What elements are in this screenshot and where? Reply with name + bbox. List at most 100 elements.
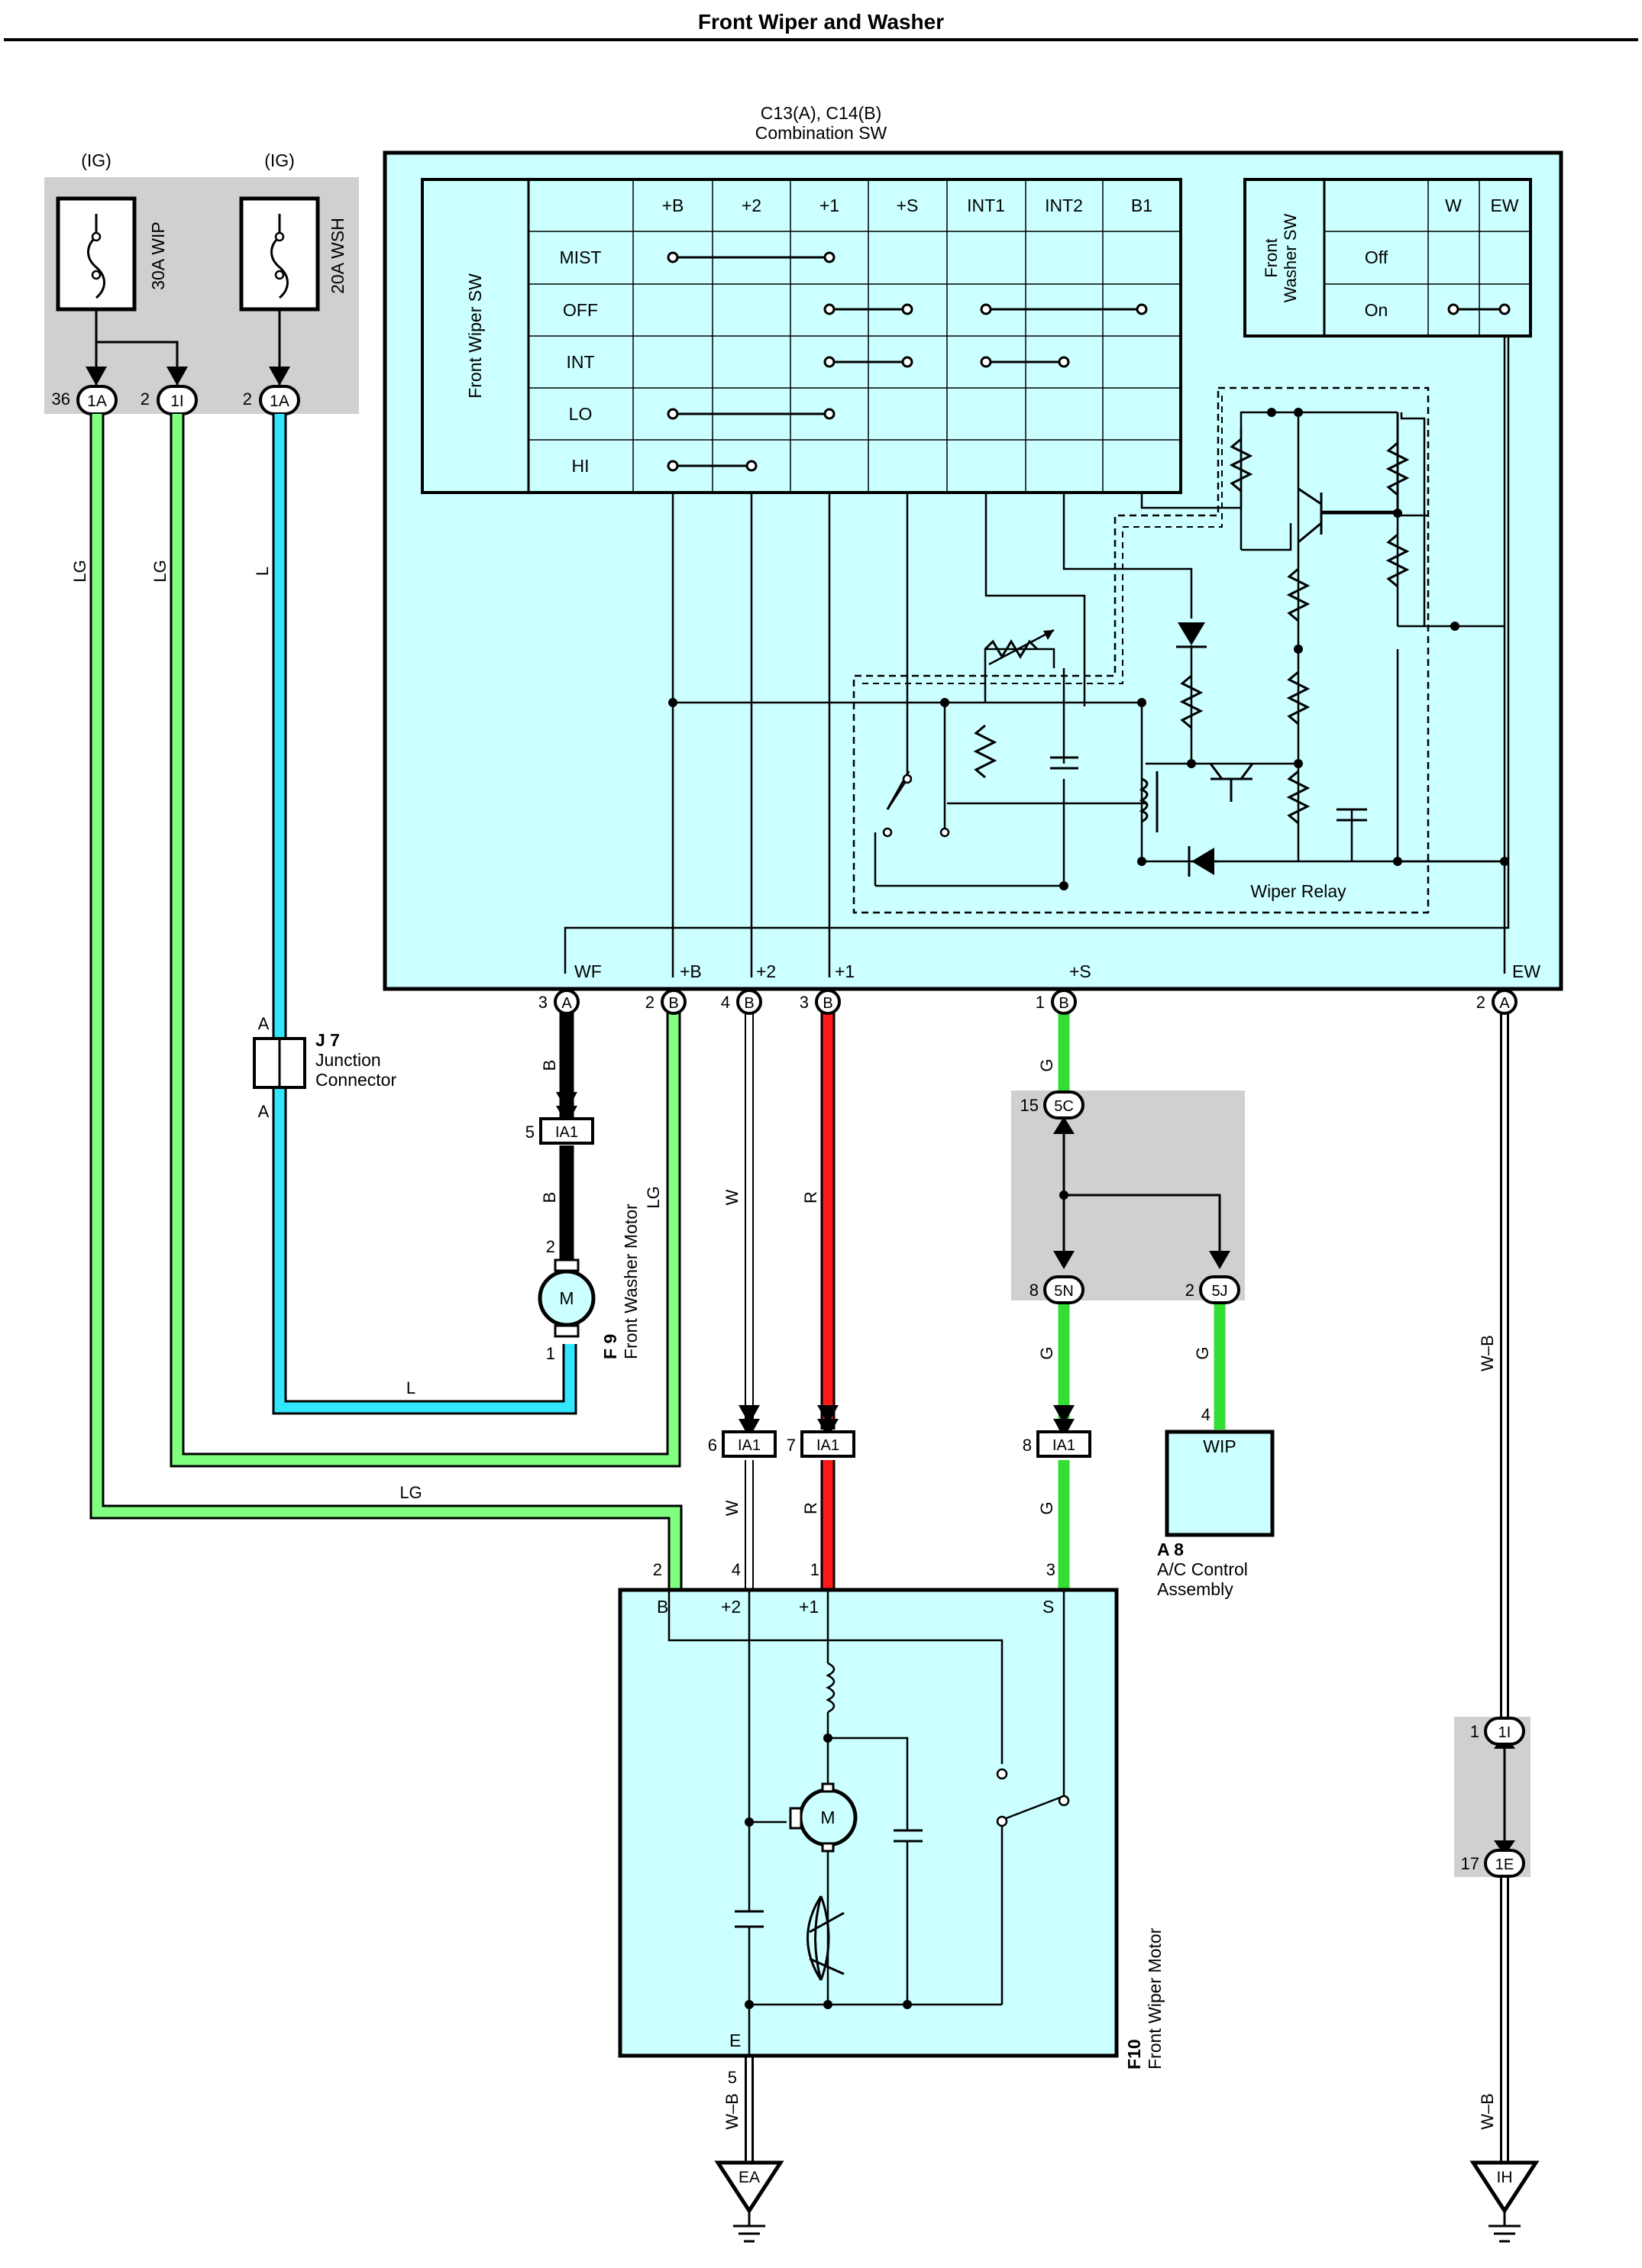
svg-text:1I: 1I (1498, 1724, 1511, 1741)
washer-row-off: Off (1365, 247, 1388, 267)
svg-text:8: 8 (1023, 1436, 1032, 1455)
svg-text:Junction: Junction (315, 1050, 381, 1070)
svg-text:1: 1 (810, 1560, 819, 1579)
svg-text:1E: 1E (1495, 1856, 1514, 1873)
svg-text:+2: +2 (756, 961, 776, 981)
svg-text:IA1: IA1 (555, 1124, 578, 1141)
svg-text:1: 1 (546, 1344, 555, 1363)
svg-text:A: A (561, 995, 572, 1012)
svg-text:30A WIP: 30A WIP (148, 221, 168, 289)
svg-text:8: 8 (1029, 1281, 1039, 1300)
resistor-r1 (1229, 438, 1253, 493)
svg-text:Connector: Connector (315, 1070, 396, 1090)
resistor-r5 (1286, 670, 1311, 725)
svg-text:3: 3 (1046, 1560, 1055, 1579)
wire-wb (745, 1002, 1509, 2163)
svg-text:W: W (722, 1500, 742, 1516)
svg-text:B: B (823, 995, 832, 1012)
svg-text:E: E (729, 2031, 741, 2050)
ground-ea: EA (714, 2160, 784, 2243)
svg-text:IA1: IA1 (816, 1437, 839, 1454)
junction-connector-j7: A A J 7 Junction Connector (253, 1014, 396, 1121)
svg-text:B: B (540, 1060, 559, 1071)
connector-ia1-5: 5 IA1 (525, 1117, 594, 1145)
svg-text:5N: 5N (1054, 1283, 1074, 1300)
variable-resistor (984, 639, 1039, 659)
resistor-r2 (1385, 441, 1410, 496)
switch-internal-wiring (564, 336, 1510, 977)
svg-text:G: G (1193, 1346, 1212, 1359)
col-int1: INT1 (967, 195, 1005, 215)
row-off: OFF (563, 300, 598, 320)
washer-switch-table: Front Washer SW W EW Off On (1243, 178, 1532, 338)
svg-text:17: 17 (1461, 1854, 1479, 1873)
svg-text:1A: 1A (270, 393, 289, 410)
page-title: Front Wiper and Washer (698, 10, 944, 34)
svg-text:7: 7 (787, 1436, 796, 1455)
svg-text:A: A (258, 1014, 270, 1033)
svg-text:2: 2 (1476, 993, 1485, 1012)
svg-text:A/C Control: A/C Control (1157, 1559, 1248, 1579)
row-hi: HI (572, 456, 590, 476)
svg-text:LG: LG (150, 560, 170, 582)
washer-col-ew: EW (1490, 195, 1518, 215)
resistor-r8 (973, 724, 997, 779)
connector-5j-2: 2 5J (1185, 1275, 1240, 1304)
washer-motor-f9: 2 M 1 F 9 Front Washer Motor (538, 1203, 641, 1363)
svg-text:1: 1 (1036, 993, 1045, 1012)
svg-text:IH: IH (1497, 2169, 1513, 2186)
resistor-r7 (1179, 674, 1204, 729)
connector-ia1-6: 6 IA1 (708, 1430, 777, 1458)
svg-text:LG: LG (644, 1186, 663, 1208)
svg-text:R: R (801, 1502, 820, 1514)
svg-text:2: 2 (546, 1237, 555, 1256)
svg-text:B: B (657, 1597, 668, 1617)
svg-text:A: A (1499, 995, 1510, 1012)
svg-text:+1: +1 (799, 1597, 819, 1617)
combination-switch-terminals: WF +B +2 +1 +S EW (574, 961, 1540, 981)
combination-switch-code: C13(A), C14(B) (761, 103, 881, 123)
svg-text:IA1: IA1 (738, 1437, 761, 1454)
diode-1 (1178, 622, 1205, 645)
svg-text:F10: F10 (1124, 2039, 1144, 2069)
svg-text:2: 2 (141, 389, 150, 409)
resistor-r3 (1385, 533, 1410, 588)
resistor-r6 (1286, 770, 1311, 825)
svg-text:20A WSH: 20A WSH (328, 218, 347, 294)
row-mist: MIST (560, 247, 602, 267)
washer-col-w: W (1445, 195, 1462, 215)
svg-text:Front Wiper Motor: Front Wiper Motor (1145, 1927, 1165, 2069)
svg-text:2: 2 (645, 993, 655, 1012)
svg-text:G: G (1037, 1501, 1056, 1514)
svg-text:B: B (540, 1192, 559, 1203)
wire-color-labels: LG LG L B B LG W R G G G W R G W–B W–B W… (70, 560, 1497, 2130)
relay-transistor-2 (1209, 763, 1254, 802)
wiper-relay: Wiper Relay (668, 386, 1509, 914)
svg-text:J 7: J 7 (315, 1030, 340, 1050)
svg-text:5C: 5C (1054, 1098, 1074, 1115)
washer-switch-label-2: Washer SW (1281, 213, 1300, 302)
connector-1i-1: 1 1I (1470, 1717, 1525, 1746)
svg-text:B: B (1059, 995, 1068, 1012)
svg-text:EW: EW (1512, 961, 1540, 981)
svg-text:L: L (406, 1378, 415, 1397)
col-b1: B1 (1131, 195, 1152, 215)
svg-text:WIP: WIP (1203, 1436, 1236, 1456)
svg-text:5: 5 (728, 2068, 737, 2087)
svg-text:W–B: W–B (1478, 1335, 1497, 1371)
svg-text:2: 2 (1185, 1281, 1194, 1300)
svg-text:B: B (744, 995, 754, 1012)
svg-text:S: S (1042, 1597, 1054, 1617)
svg-text:W: W (722, 1189, 742, 1205)
svg-text:+2: +2 (721, 1597, 741, 1617)
switch-bottom-connectors: 3 A 2 B 4 B 3 B 1 B 2 A (538, 989, 1518, 1015)
svg-text:LG: LG (70, 560, 89, 582)
row-int: INT (566, 352, 594, 372)
svg-text:4: 4 (1201, 1405, 1210, 1424)
svg-text:(IG): (IG) (81, 150, 112, 170)
svg-text:WF: WF (574, 961, 602, 981)
svg-text:4: 4 (732, 1560, 741, 1579)
col-plus-2: +2 (742, 195, 761, 215)
svg-text:Front Washer Motor: Front Washer Motor (621, 1203, 641, 1359)
